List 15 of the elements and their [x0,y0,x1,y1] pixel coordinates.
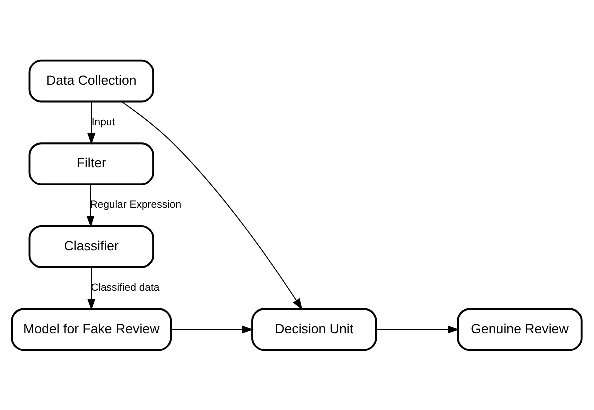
arrow [88,100,96,144]
edge-label: Regular Expression [90,200,182,211]
node-box: Filter [28,142,154,186]
arrow [122,101,303,310]
node-box: Decision Unit [252,308,378,351]
node-box: Model for Fake Review [11,308,172,351]
node-box: Classifier [28,224,154,268]
edge-label: Input [92,116,116,128]
edge-label: Classified data [91,282,160,294]
arrow [88,266,96,310]
arrow [170,325,254,334]
node-box: Data Collection [28,59,154,102]
arrow [86,184,95,228]
node-box: Genuine Review [457,308,583,351]
arrow [376,325,460,334]
